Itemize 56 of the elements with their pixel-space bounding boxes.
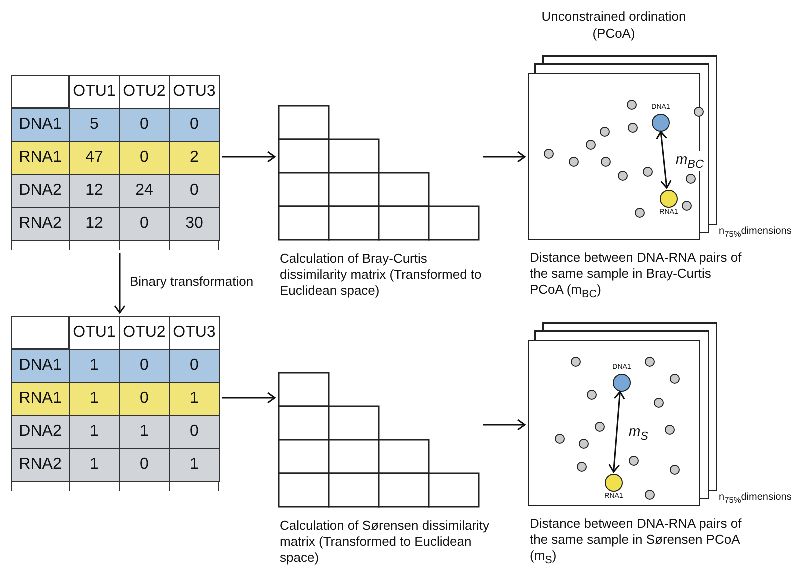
data-table [11,316,219,491]
table-cell: 0 [119,349,170,383]
table-cell: 0 [169,349,220,383]
table-cell: 2 [169,141,220,175]
table-cell: DNA2 [11,415,70,449]
table-cell: 5 [69,108,120,142]
table-cell: 0 [119,108,170,142]
table-cell: DNA1 [11,108,70,142]
table-cell: RNA1 [11,382,70,416]
table-cell: 0 [169,174,220,208]
dimension-note: n$_{75%}$dimensions [719,492,792,505]
dimension-note: n$_{75%}$dimensions [719,226,792,239]
table-cell: OTU3 [169,316,220,350]
edge-label: m$_{BC}$ [674,151,706,171]
table-cell: 0 [119,141,170,175]
arrow [222,392,276,404]
arrow [608,391,626,473]
table-cell: 24 [119,174,170,208]
matrix-grid-drawing [278,372,480,508]
table-cell: DNA2 [11,174,70,208]
table-cell: 0 [119,448,170,482]
matrix-label: Calculation of Bray-Curtis dissimilarity matrix (Transformed to Euclidean space) [280,251,483,299]
table-cell: DNA1 [11,349,70,383]
arrow [656,131,672,189]
edge-label: Binary transformation [128,274,256,289]
matrix-grid-drawing [278,105,480,241]
arrow [222,151,276,163]
arrow [483,419,526,431]
table-cell: 0 [169,108,220,142]
table-cell: RNA2 [11,207,70,241]
table-cell: 0 [169,415,220,449]
table-cell: RNA2 [11,448,70,482]
table-cell: 12 [69,174,120,208]
plot-label: Distance between DNA-RNA pairs of the same sample in Bray-Curtis PCoA (m$_{BC}$) [530,250,743,303]
table-cell: 1 [169,382,220,416]
matrix-label: Calculation of Sørensen dissimilarity matrix (Transformed to Euclidean space) [280,518,491,566]
table-cell: 12 [69,207,120,241]
plot-label: Distance between DNA-RNA pairs of the same sample in Sørensen PCoA (m$_{S}$) [530,516,743,569]
table-cell: 0 [119,207,170,241]
table-cell: 47 [69,141,120,175]
table-cell: 1 [69,448,120,482]
table-cell: OTU1 [69,316,120,350]
table-cell: 1 [69,382,120,416]
column-heading: Unconstrained ordination (PCoA) [540,8,688,42]
table-cell: 1 [69,415,120,449]
table-cell: OTU1 [69,75,120,109]
table-cell: RNA1 [11,141,70,175]
data-table [11,75,219,250]
table-cell: OTU3 [169,75,220,109]
table-cell: 0 [119,382,170,416]
table-cell: 30 [169,207,220,241]
table-cell: 1 [69,349,120,383]
arrow [114,253,126,314]
arrow [483,151,526,163]
table-cell: 1 [119,415,170,449]
table-cell: 1 [169,448,220,482]
